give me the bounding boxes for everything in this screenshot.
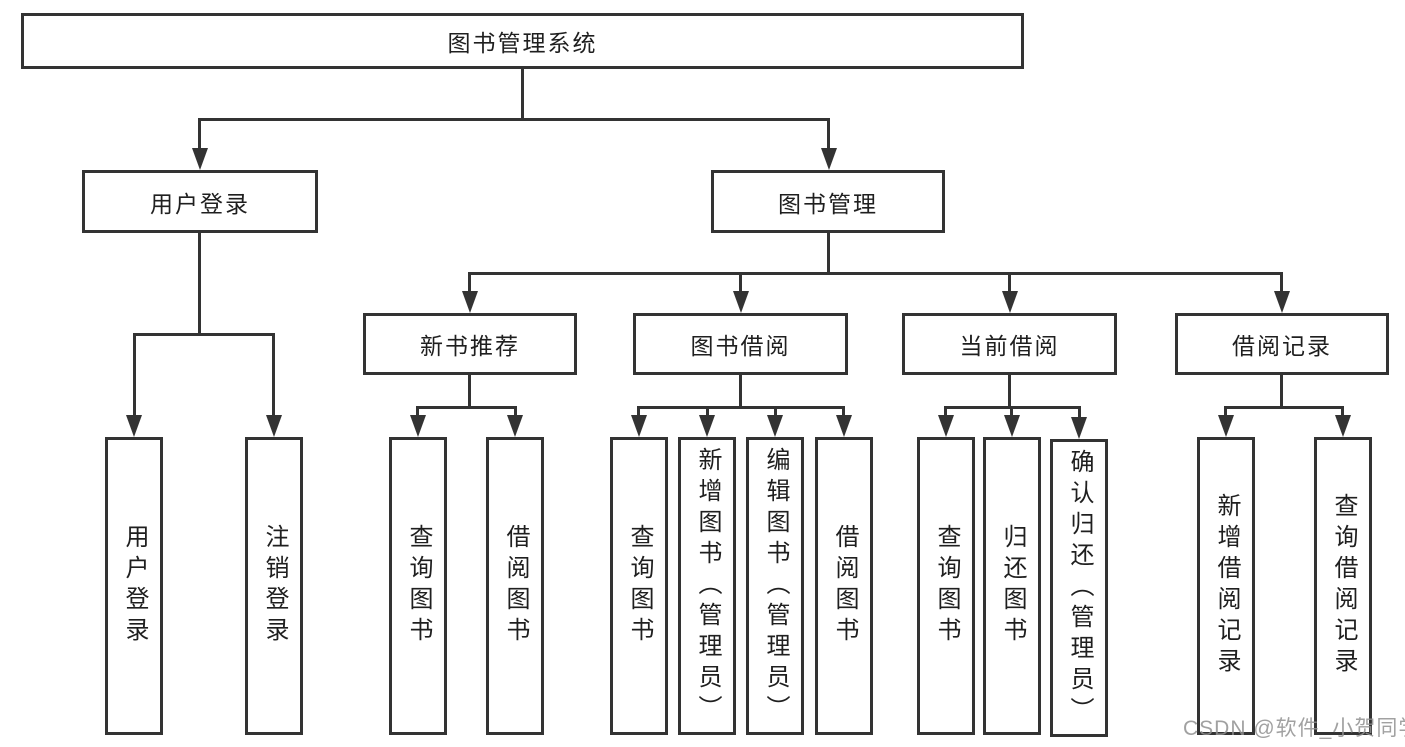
leaf-edit-book-admin: 编辑图书（管理员） [746,437,804,735]
arrowhead-icon [192,148,208,170]
leaf-borrow-books-recommend-label: 借阅图书 [502,524,529,648]
connector-line [416,409,419,417]
leaf-add-borrow-record: 新增借阅记录 [1197,437,1255,735]
connector-line [827,233,830,275]
connector-line [521,69,524,118]
node-borrow-records: 借阅记录 [1175,313,1389,375]
arrowhead-icon [410,415,426,437]
connector-line [198,118,830,121]
connector-line [416,406,517,409]
arrowhead-icon [1335,415,1351,437]
arrowhead-icon [767,415,783,437]
node-new-book-recommend: 新书推荐 [363,313,577,375]
leaf-logout: 注销登录 [245,437,303,735]
node-current-borrow: 当前借阅 [902,313,1117,375]
leaf-add-book-admin: 新增图书（管理员） [678,437,736,735]
arrowhead-icon [1071,417,1087,439]
node-new-book-recommend-label: 新书推荐 [420,333,520,359]
arrowhead-icon [699,415,715,437]
leaf-borrow-books-2: 借阅图书 [815,437,873,735]
connector-line [1008,275,1011,293]
node-current-borrow-label: 当前借阅 [959,333,1060,359]
node-book-borrow-label: 图书借阅 [690,333,791,359]
arrowhead-icon [733,291,749,313]
connector-line [1078,409,1081,417]
connector-line [1280,275,1283,293]
connector-line [514,409,517,417]
leaf-query-borrow-record: 查询借阅记录 [1314,437,1372,735]
csdn-watermark: CSDN @软件_小贺同学 [1183,717,1405,740]
connector-line [637,409,640,417]
connector-line [133,333,275,336]
arrowhead-icon [1002,291,1018,313]
connector-line [468,272,1283,275]
leaf-query-books-current: 查询图书 [917,437,975,735]
leaf-query-borrow-record-label: 查询借阅记录 [1330,493,1357,679]
leaf-query-books-recommend-label: 查询图书 [405,524,432,648]
leaf-query-books-recommend: 查询图书 [389,437,447,735]
connector-line [1224,409,1227,417]
connector-line [1008,375,1011,409]
node-book-borrow: 图书借阅 [633,313,848,375]
connector-line [827,121,830,149]
connector-line [1341,409,1344,417]
node-user-login-label: 用户登录 [150,190,250,217]
connector-line [133,336,136,416]
leaf-confirm-return-admin: 确认归还（管理员） [1050,439,1108,737]
connector-line [842,409,845,417]
leaf-borrow-books-2-label: 借阅图书 [831,524,858,648]
leaf-edit-book-admin-label: 编辑图书（管理员） [762,446,789,726]
arrowhead-icon [1274,291,1290,313]
connector-line [1280,375,1283,409]
arrowhead-icon [507,415,523,437]
node-user-login: 用户登录 [82,170,318,233]
leaf-user-login-label: 用户登录 [121,524,148,648]
leaf-query-books-current-label: 查询图书 [933,524,960,648]
connector-line [637,406,845,409]
leaf-return-book-label: 归还图书 [999,524,1026,648]
connector-line [198,233,201,335]
arrowhead-icon [821,148,837,170]
connector-line [706,409,709,417]
leaf-confirm-return-admin-label: 确认归还（管理员） [1066,448,1093,728]
arrowhead-icon [836,415,852,437]
arrowhead-icon [938,415,954,437]
node-root: 图书管理系统 [21,13,1024,69]
leaf-query-books-borrow-label: 查询图书 [626,524,653,648]
connector-line [468,375,471,409]
connector-line [1224,406,1344,409]
arrowhead-icon [1218,415,1234,437]
connector-line [198,121,201,149]
leaf-borrow-books-recommend: 借阅图书 [486,437,544,735]
leaf-return-book: 归还图书 [983,437,1041,735]
arrowhead-icon [462,291,478,313]
arrowhead-icon [266,415,282,437]
leaf-add-borrow-record-label: 新增借阅记录 [1213,493,1240,679]
connector-line [944,406,1081,409]
node-book-management: 图书管理 [711,170,945,233]
leaf-user-login: 用户登录 [105,437,163,735]
connector-line [272,336,275,416]
connector-line [1010,409,1013,417]
connector-line [944,409,947,417]
leaf-add-book-admin-label: 新增图书（管理员） [694,446,721,726]
arrowhead-icon [631,415,647,437]
node-borrow-records-label: 借阅记录 [1232,333,1332,359]
leaf-logout-label: 注销登录 [261,524,288,648]
leaf-query-books-borrow: 查询图书 [610,437,668,735]
connector-line [468,275,471,293]
connector-line [739,375,742,409]
connector-line [774,409,777,417]
connector-line [739,275,742,293]
arrowhead-icon [1004,415,1020,437]
node-root-label: 图书管理系统 [447,30,598,56]
arrowhead-icon [126,415,142,437]
node-book-management-label: 图书管理 [778,190,878,217]
